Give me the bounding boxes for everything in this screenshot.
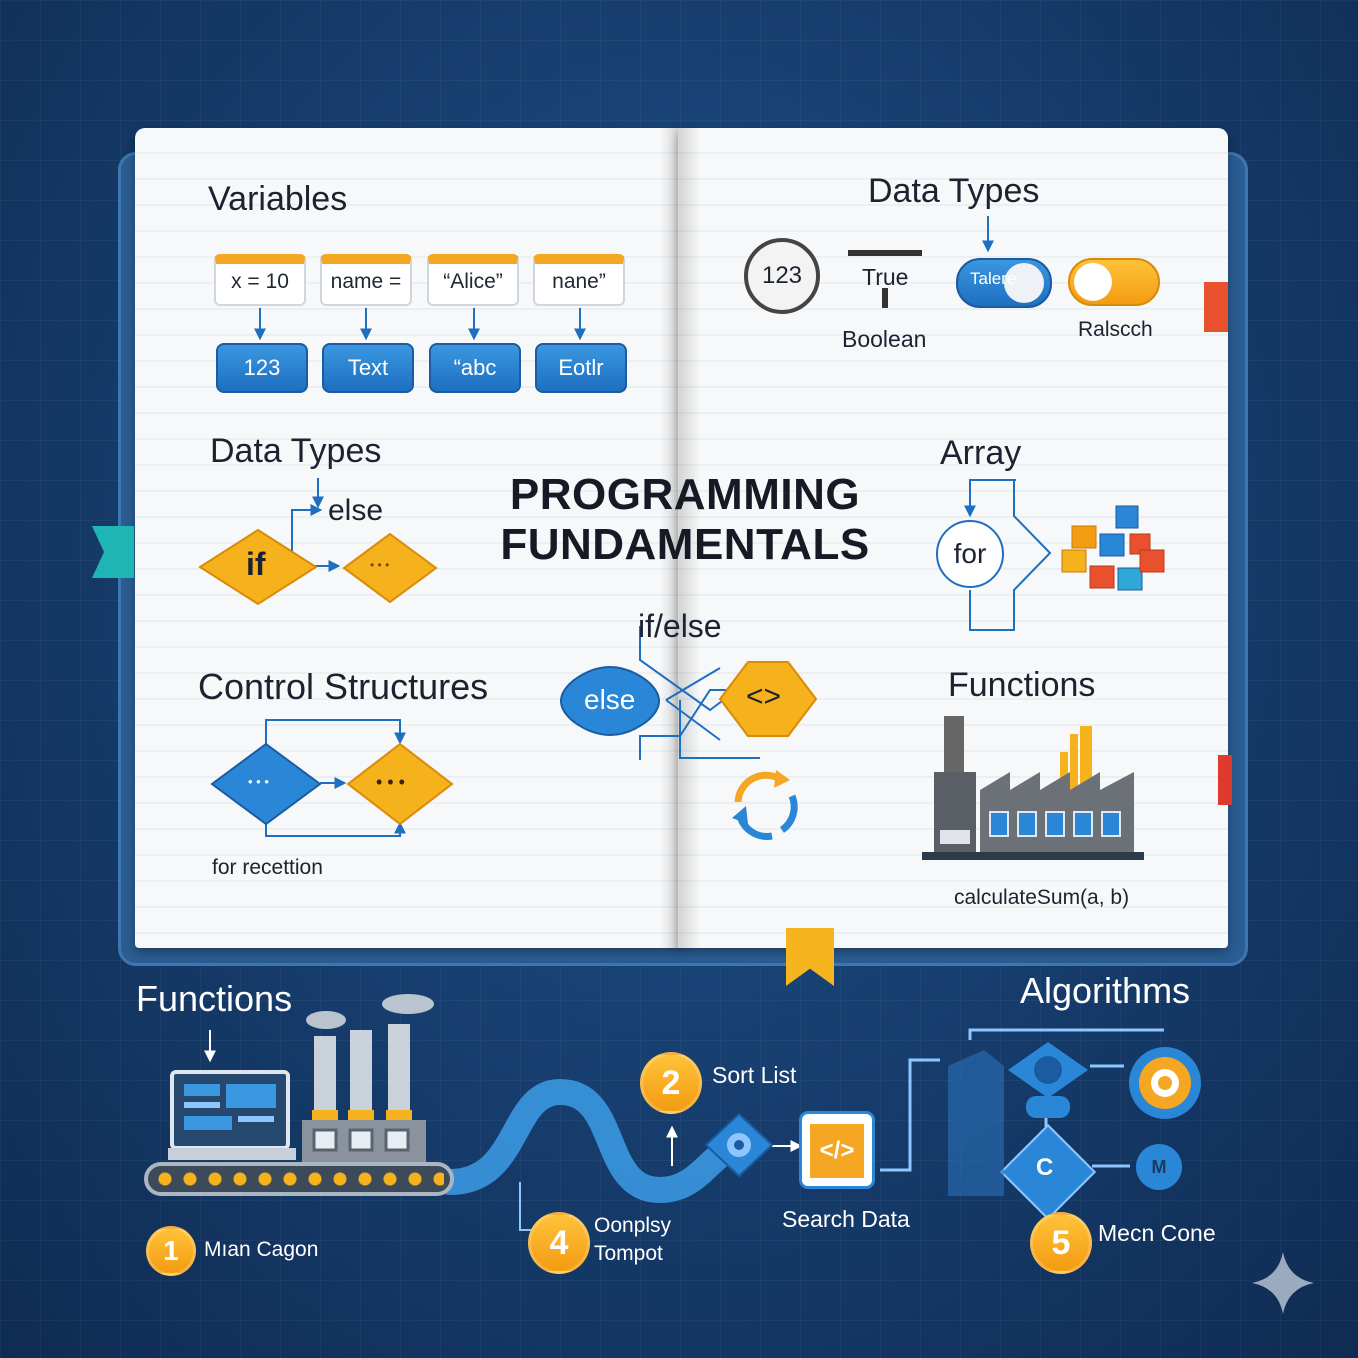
variables-heading: Variables: [208, 180, 348, 218]
else-cloud-node: [560, 666, 660, 736]
toggle-blue[interactable]: Talere: [956, 258, 1052, 308]
for-loop-circle: for: [936, 520, 1004, 588]
array-heading: Array: [940, 434, 1022, 472]
var-value-3: “abc: [429, 343, 521, 393]
control-caption: for recettion: [212, 856, 323, 879]
red-tab-top: [1204, 282, 1228, 332]
var-assign-2: name =: [320, 254, 412, 306]
toggle-orange[interactable]: [1068, 258, 1160, 306]
step-4-label: Oonplsy Tompot: [594, 1214, 672, 1265]
code-diamond-node: [718, 661, 818, 737]
control-orange-diamond: [346, 742, 454, 826]
functions-heading-right: Functions: [948, 666, 1096, 704]
dots-diamond: [342, 532, 438, 604]
ifelse-label: if/else: [638, 608, 722, 644]
step-2-label: Sort List: [712, 1062, 797, 1088]
else-node-label: else: [584, 684, 636, 715]
step-1-label: Mıan Cagon: [204, 1238, 319, 1261]
array-blocks-icon: [1061, 505, 1165, 591]
control-blue-diamond: [210, 742, 322, 826]
code-icon: </>: [802, 1114, 872, 1186]
dots-label: • • •: [370, 558, 390, 572]
if-label: if: [246, 546, 266, 582]
sparkle-icon: [1252, 1252, 1314, 1314]
function-call-label: calculateSum(a, b): [954, 886, 1130, 909]
true-bar: [848, 250, 922, 256]
user-icon: [1008, 1042, 1088, 1118]
var-assign-1: x = 10: [214, 254, 306, 306]
var-assign-4: nane”: [533, 254, 625, 306]
var-value-2: Text: [322, 343, 414, 393]
step-5-label: Mecn Cone: [1098, 1220, 1216, 1246]
data-types-heading-right: Data Types: [868, 172, 1040, 210]
step-5-badge: 5: [1030, 1212, 1092, 1274]
true-stem: [882, 288, 888, 308]
node-m: M: [1136, 1144, 1182, 1190]
toggle-blue-text: Talere: [970, 269, 1017, 288]
data-types-heading-left: Data Types: [210, 432, 382, 470]
toggle-blue-knob: [1004, 263, 1044, 303]
boolean-label: Boolean: [842, 326, 927, 352]
var-value-1: 123: [216, 343, 308, 393]
book-spine: [660, 128, 700, 948]
step-4-badge: 4: [528, 1212, 590, 1274]
if-diamond: [198, 528, 318, 606]
toggle-orange-knob: [1074, 263, 1112, 301]
step-1-badge: 1: [146, 1226, 196, 1276]
control-structures-heading: Control Structures: [198, 666, 489, 707]
step-2-badge: 2: [640, 1052, 702, 1114]
conveyor-rollers: [158, 1172, 444, 1186]
true-label: True: [862, 264, 909, 290]
toggle-caption: Ralscch: [1078, 318, 1153, 341]
functions-heading-bottom: Functions: [136, 978, 293, 1019]
target-diamond-icon: [704, 1112, 774, 1178]
node-c-label: C: [1036, 1154, 1054, 1181]
red-tab-bottom: [1218, 755, 1232, 805]
refresh-icon: [732, 770, 798, 840]
algorithm-bracket: [948, 1050, 1004, 1196]
search-data-label: Search Data: [782, 1206, 910, 1232]
var-assign-3: “Alice”: [427, 254, 519, 306]
control-dots-left: • • •: [248, 774, 269, 789]
control-dots-right: • • •: [376, 772, 405, 792]
number-circle: 123: [744, 238, 820, 314]
main-title-line: PROGRAMMING: [509, 470, 861, 519]
code-node-label: <>: [746, 680, 782, 713]
else-label: else: [328, 494, 384, 527]
factory-icon: [302, 994, 434, 1164]
target-icon: [1129, 1047, 1201, 1119]
main-title-line: FUNDAMENTALS: [500, 520, 870, 569]
laptop-icon: [168, 1070, 296, 1160]
conveyor-belt: [144, 1162, 454, 1196]
var-value-4: Eotlr: [535, 343, 627, 393]
factory-icon: [922, 716, 1144, 860]
code-icon-inner: </>: [810, 1124, 864, 1178]
algorithms-heading: Algorithms: [1020, 970, 1191, 1011]
